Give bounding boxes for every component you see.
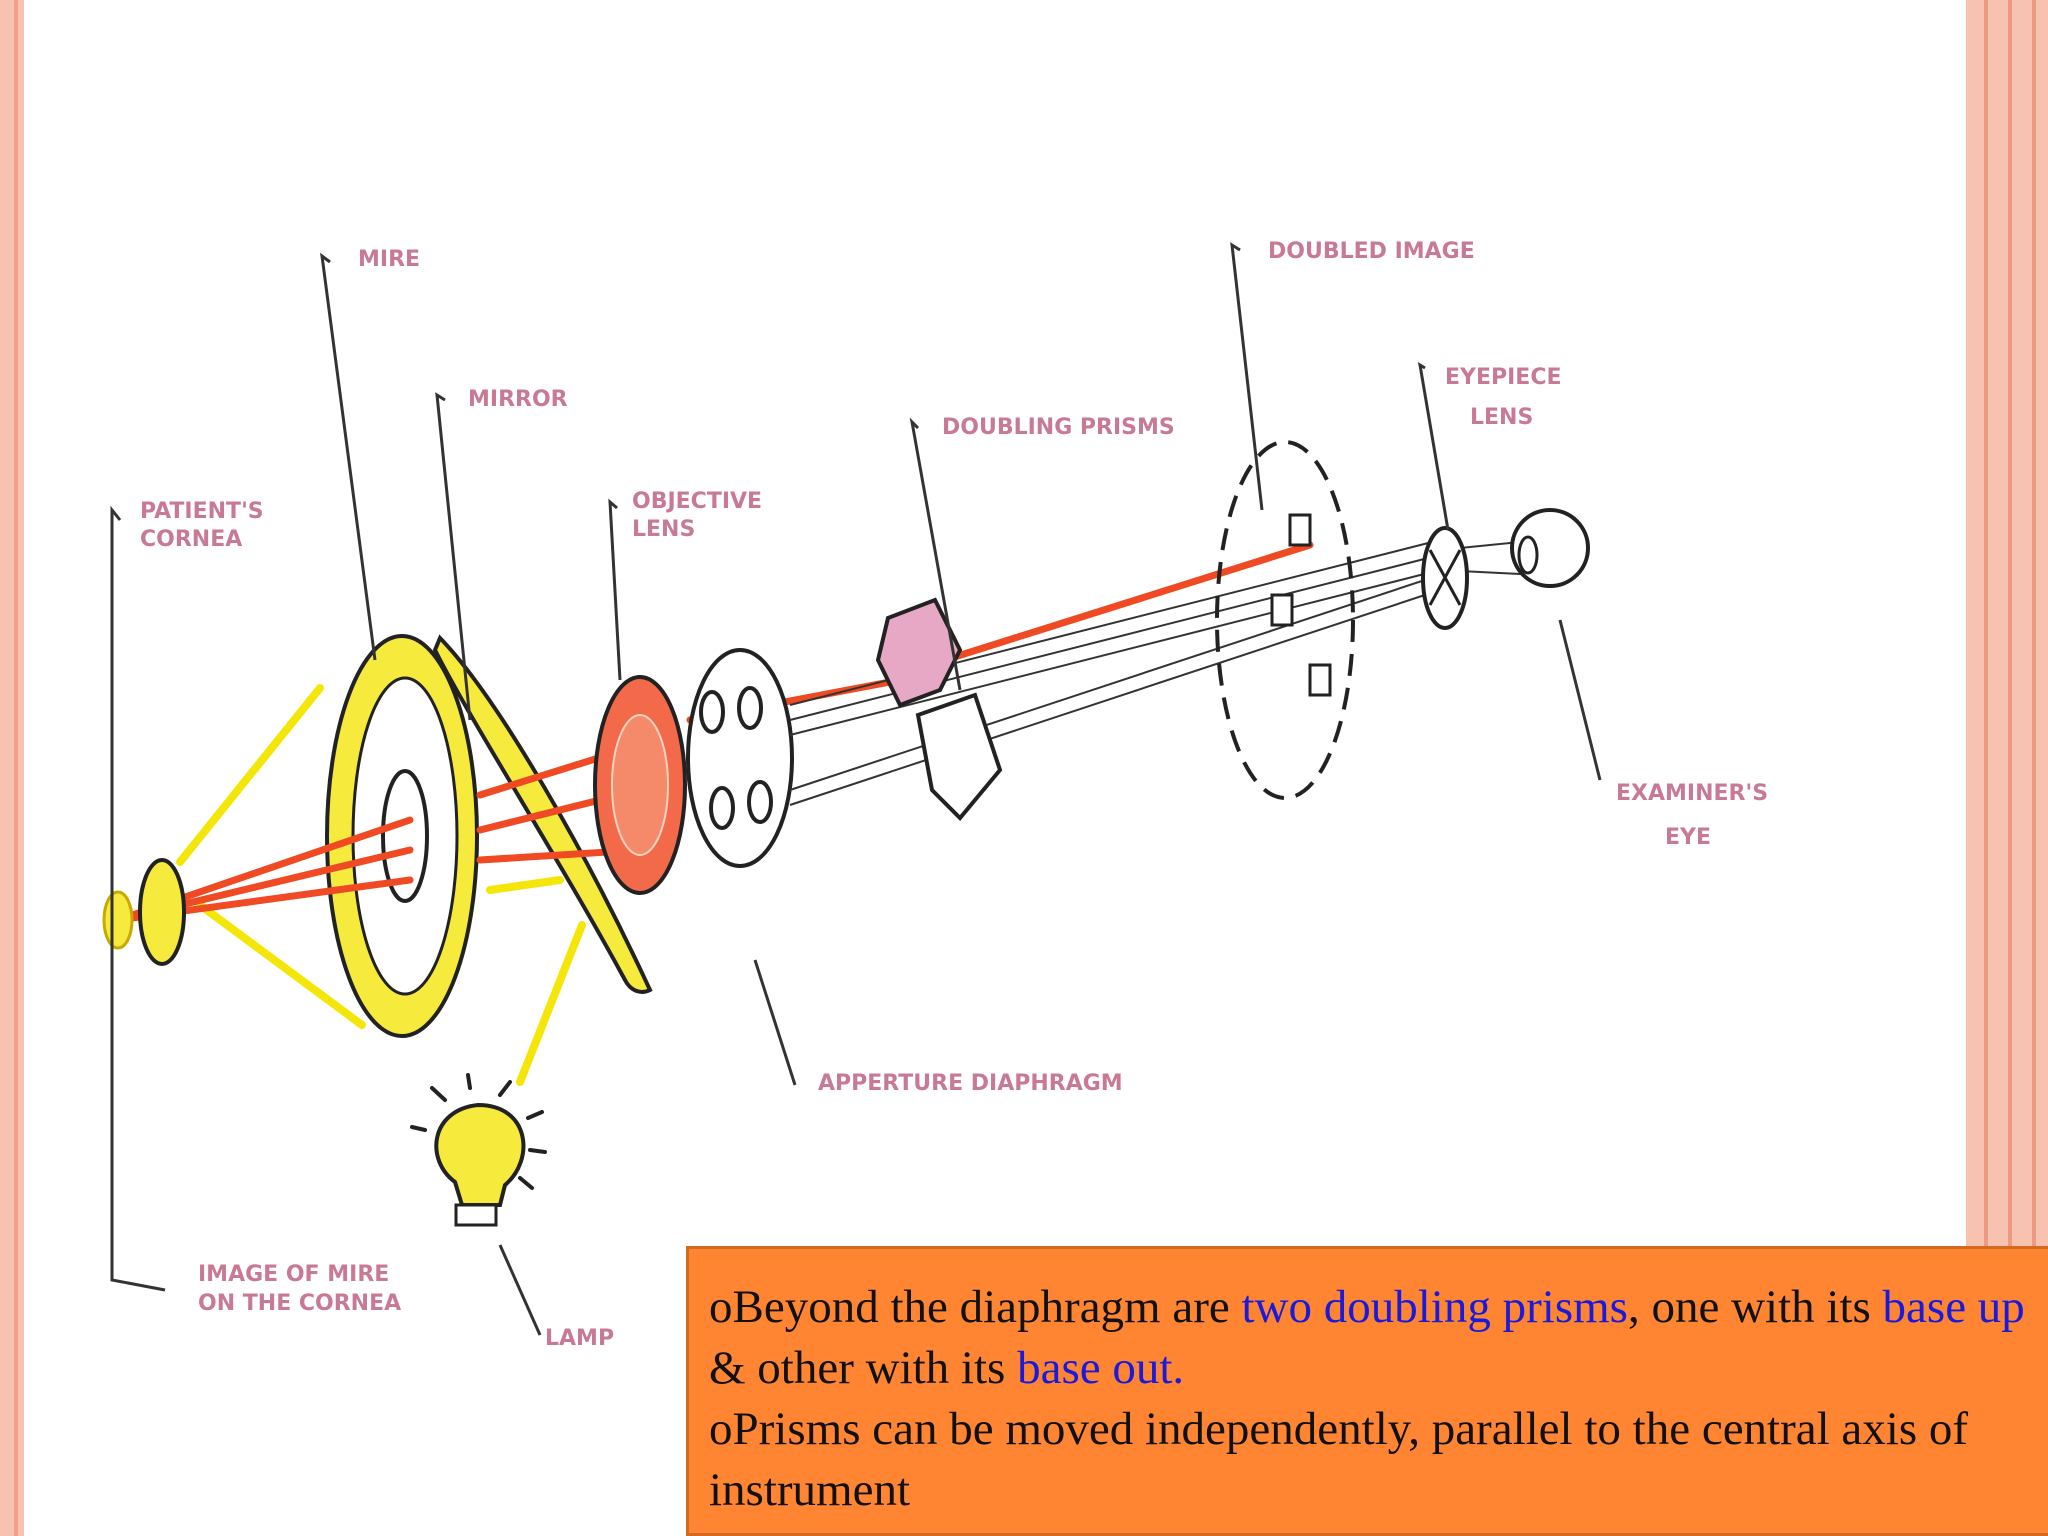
aperture-diaphragm bbox=[686, 648, 794, 868]
highlight-text: base out bbox=[1017, 1342, 1173, 1394]
doubled-image bbox=[1215, 440, 1355, 800]
label-doubled-image: DOUBLED IMAGE bbox=[1268, 239, 1475, 264]
left-border bbox=[0, 0, 24, 1536]
text-run: Beyond the diaphragm are bbox=[732, 1281, 1242, 1333]
label-examiners-eye: EXAMINER'S bbox=[1616, 781, 1768, 806]
highlight-text: two doubling prisms bbox=[1241, 1281, 1628, 1333]
text-run: & other with its bbox=[709, 1342, 1018, 1394]
text-run: , one with its bbox=[1627, 1281, 1883, 1333]
right-border-line bbox=[1984, 0, 1988, 1536]
label-mirror: MIRROR bbox=[468, 387, 568, 412]
label-lamp: LAMP bbox=[545, 1326, 614, 1351]
bullet: o bbox=[709, 1281, 733, 1333]
right-border-line bbox=[2032, 0, 2036, 1536]
bullet: o bbox=[709, 1403, 733, 1455]
label-eyepiece-lens: LENS bbox=[1470, 405, 1533, 430]
mire-ring bbox=[325, 634, 479, 1038]
right-border-line bbox=[2008, 0, 2012, 1536]
label-image-of-mire: IMAGE OF MIRE bbox=[198, 1262, 389, 1287]
explanation-textbox: oBeyond the diaphragm are two doubling p… bbox=[686, 1246, 2048, 1536]
bullet-paragraph-1: oBeyond the diaphragm are two doubling p… bbox=[709, 1277, 2035, 1399]
label-doubling-prisms: DOUBLING PRISMS bbox=[942, 415, 1175, 440]
label-image-of-mire: ON THE CORNEA bbox=[198, 1291, 401, 1316]
left-border-line bbox=[14, 0, 18, 1536]
label-mire: MIRE bbox=[358, 247, 420, 272]
label-examiners-eye: EYE bbox=[1665, 825, 1711, 850]
examiners-eye bbox=[1510, 508, 1590, 588]
label-aperture-diaphragm: APPERTURE DIAPHRAGM bbox=[818, 1071, 1123, 1096]
label-objective-lens: LENS bbox=[632, 517, 695, 542]
label-objective-lens: OBJECTIVE bbox=[632, 489, 762, 514]
highlight-text: base up bbox=[1882, 1281, 2025, 1333]
light-bulb-icon bbox=[410, 1073, 547, 1227]
objective-lens bbox=[593, 675, 687, 895]
light-lines bbox=[176, 684, 586, 1086]
label-patients-cornea: CORNEA bbox=[140, 527, 242, 552]
doubling-prisms bbox=[875, 597, 1003, 821]
leader-lines bbox=[110, 242, 1602, 1336]
label-patients-cornea: PATIENT'S bbox=[140, 499, 264, 524]
labels: MIRE MIRROR PATIENT'S CORNEA OBJECTIVE L… bbox=[140, 239, 1768, 1351]
text-run: . bbox=[1172, 1342, 1185, 1394]
patients-cornea bbox=[102, 858, 186, 966]
eyepiece-lens bbox=[1421, 526, 1469, 630]
label-eyepiece-lens: EYEPIECE bbox=[1445, 365, 1562, 390]
bullet-paragraph-2: oPrisms can be moved independently, para… bbox=[709, 1399, 2035, 1521]
text-run: Prisms can be moved independently, paral… bbox=[709, 1403, 1969, 1516]
